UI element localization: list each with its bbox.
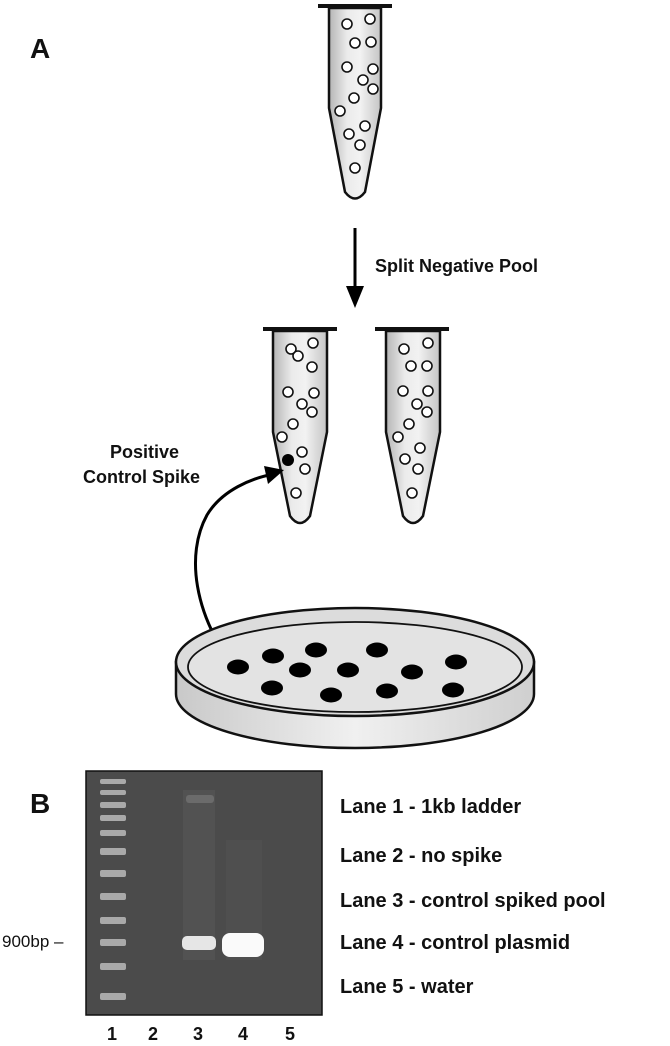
unspiked-pool-tube (375, 327, 449, 525)
positive-control-cell (282, 454, 294, 466)
split-label: Split Negative Pool (375, 256, 538, 276)
spiked-pool-tube (263, 327, 337, 525)
lane-number-4: 4 (238, 1024, 248, 1044)
lane-number-3: 3 (193, 1024, 203, 1044)
size-marker: 900bp – (2, 932, 64, 951)
lane-number-1: 1 (107, 1024, 117, 1044)
ladder-bands (100, 779, 126, 1000)
legend-lane-5: Lane 5 - water (340, 976, 474, 998)
lane-4-band (222, 933, 264, 957)
spike-transfer-arrow (193, 466, 284, 666)
panel-a-letter: A (30, 33, 50, 64)
gel-image (85, 770, 323, 1016)
spike-label-line1: Positive (110, 442, 179, 462)
lane-number-2: 2 (148, 1024, 158, 1044)
legend-lane-3: Lane 3 - control spiked pool (340, 890, 606, 912)
panel-b-letter: B (30, 788, 50, 819)
legend-lane-1: Lane 1 - 1kb ladder (340, 796, 521, 818)
negative-pool-tube (318, 4, 392, 200)
lane-3-band (182, 936, 216, 950)
legend-lane-4: Lane 4 - control plasmid (340, 932, 570, 954)
lane-number-5: 5 (285, 1024, 295, 1044)
split-arrow (346, 228, 364, 308)
spike-label-line2: Control Spike (83, 467, 200, 487)
petri-dish (174, 606, 536, 750)
legend-lane-2: Lane 2 - no spike (340, 845, 502, 867)
